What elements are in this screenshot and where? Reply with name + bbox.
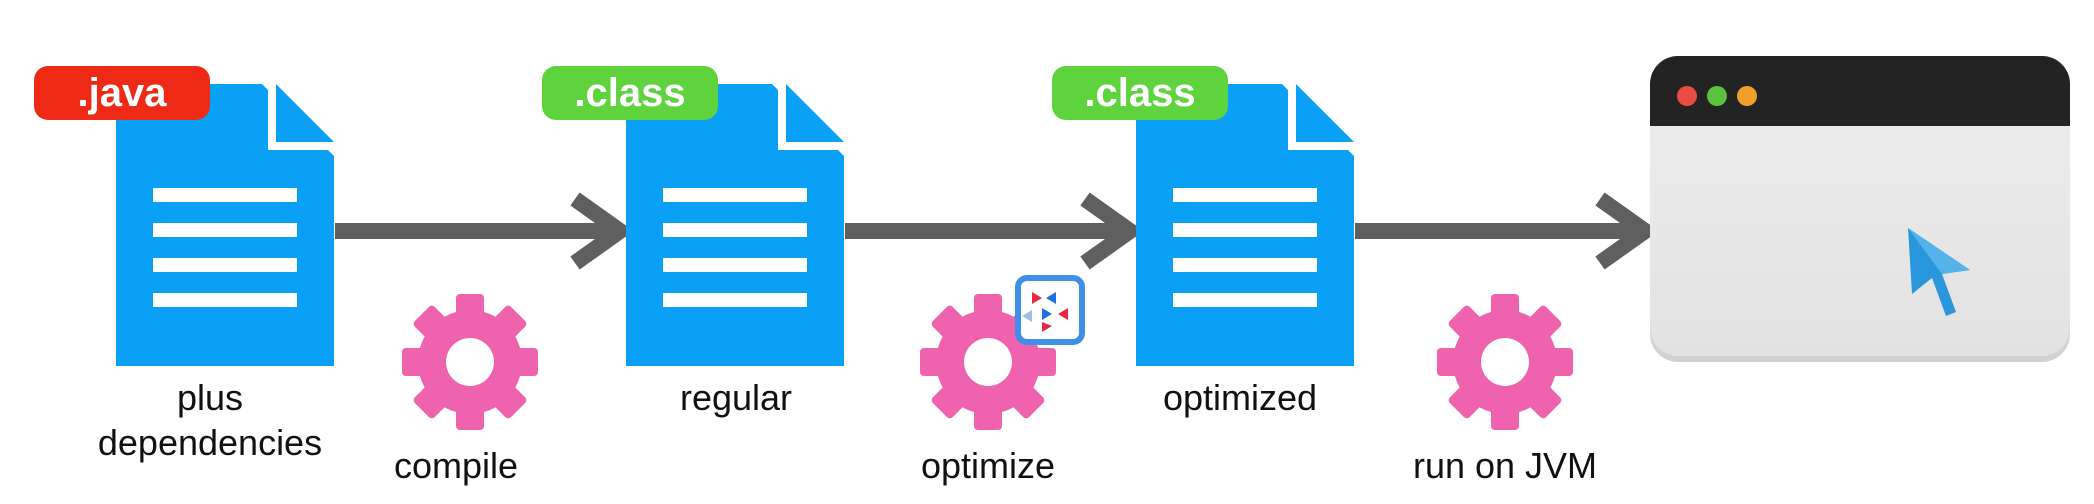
- gear-icon: [1437, 294, 1573, 430]
- optimizer-logo-icon: [1015, 275, 1085, 345]
- step-label-optimize: optimize: [920, 445, 1056, 486]
- caption-plus: plus: [176, 377, 244, 418]
- caption-dependencies: dependencies: [97, 422, 323, 463]
- step-label-compile: compile: [393, 445, 519, 486]
- gear-icon: [402, 294, 538, 430]
- class-badge-regular: .class: [542, 66, 718, 120]
- caption-optimized: optimized: [1162, 377, 1318, 418]
- app-window-icon: [1650, 56, 2070, 362]
- step-label-run-on-jvm: run on JVM: [1412, 445, 1598, 486]
- gear-icon: [920, 294, 1056, 430]
- window-close-dot: [1677, 86, 1697, 106]
- arrow-compile: [335, 192, 634, 270]
- class-file-optimized-icon: [1136, 84, 1354, 366]
- arrow-optimize: [845, 192, 1144, 270]
- java-badge: .java: [34, 66, 210, 120]
- window-zoom-dot: [1737, 86, 1757, 106]
- class-badge-optimized: .class: [1052, 66, 1228, 120]
- caption-regular: regular: [679, 377, 793, 418]
- class-file-regular-icon: [626, 84, 844, 366]
- arrow-run: [1355, 192, 1659, 270]
- window-minimize-dot: [1707, 86, 1727, 106]
- java-source-file-icon: [116, 84, 334, 366]
- mouse-cursor-icon: [1908, 228, 1970, 316]
